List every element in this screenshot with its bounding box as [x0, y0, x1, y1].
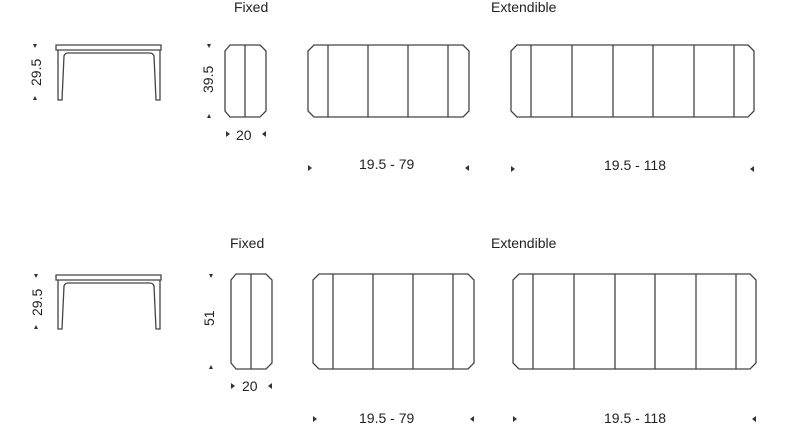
depth-dimension: 51 — [201, 310, 217, 326]
arrow-icon — [262, 131, 266, 137]
depth-dimension: 39.5 — [200, 66, 216, 93]
row-2: Fixed Extendible 29.5 51 20 — [29, 235, 757, 426]
arrow-icon — [226, 131, 230, 137]
arrow-icon — [465, 165, 469, 171]
arrow-icon — [34, 274, 38, 278]
fixed-top-view: 39.5 20 — [200, 44, 267, 143]
fixed-label: Fixed — [230, 235, 264, 251]
arrow-icon — [268, 383, 272, 389]
width-dimension: 20 — [236, 127, 252, 143]
width-dimension: 20 — [242, 378, 258, 394]
arrow-icon — [207, 44, 211, 48]
arrow-icon — [34, 325, 38, 329]
extendible-label: Extendible — [491, 0, 557, 15]
arrow-icon — [209, 274, 213, 278]
arrow-icon — [231, 383, 235, 389]
arrow-icon — [511, 166, 515, 172]
arrow-icon — [752, 416, 756, 422]
extendible-top-view-1: 19.5 - 79 — [312, 273, 475, 426]
row-1: Fixed Extendible 29.5 39.5 20 — [28, 0, 755, 173]
arrow-icon — [513, 416, 517, 422]
fixed-label: Fixed — [234, 0, 268, 15]
fixed-top-view: 51 20 — [201, 273, 273, 394]
extendible-range-dimension: 19.5 - 79 — [359, 156, 414, 172]
arrow-icon — [313, 416, 317, 422]
extendible-top-view-1: 19.5 - 79 — [307, 44, 470, 172]
height-dimension: 29.5 — [29, 289, 45, 316]
side-elevation-view: 29.5 — [29, 274, 162, 330]
arrow-icon — [207, 114, 211, 118]
extendible-top-view-2: 19.5 - 118 — [512, 273, 757, 426]
extendible-top-view-2: 19.5 - 118 — [510, 44, 755, 173]
arrow-icon — [33, 96, 37, 100]
arrow-icon — [308, 165, 312, 171]
arrow-icon — [750, 166, 754, 172]
side-elevation-view: 29.5 — [28, 44, 162, 101]
height-dimension: 29.5 — [28, 59, 44, 86]
extendible-range-dimension: 19.5 - 118 — [604, 410, 666, 426]
arrow-icon — [33, 44, 37, 48]
extendible-range-dimension: 19.5 - 118 — [604, 157, 666, 173]
extendible-label: Extendible — [491, 235, 557, 251]
extendible-range-dimension: 19.5 - 79 — [359, 410, 414, 426]
arrow-icon — [209, 365, 213, 369]
arrow-icon — [470, 416, 474, 422]
